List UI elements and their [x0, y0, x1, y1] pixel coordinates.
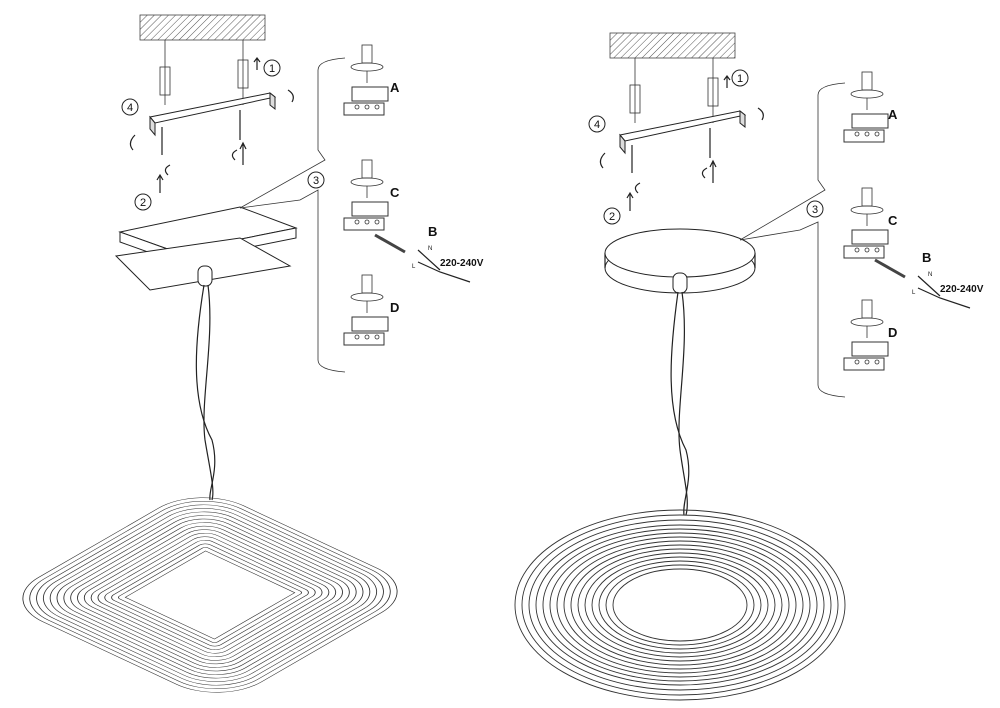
- svg-text:4: 4: [594, 119, 600, 131]
- neutral-label: N: [928, 272, 932, 278]
- callout-4: 4: [121, 98, 139, 116]
- round-lamp-body: [514, 509, 846, 701]
- step-b-label: B: [428, 224, 437, 239]
- mains-wire: [417, 249, 471, 283]
- step-a-label: A: [390, 80, 400, 95]
- terminal-step-c: [343, 159, 389, 231]
- ceiling-mount-bracket: [129, 14, 294, 194]
- step-c-label: C: [888, 213, 898, 228]
- svg-text:2: 2: [609, 211, 615, 223]
- callout-3: 3: [806, 200, 824, 218]
- terminal-step-c: [843, 187, 889, 259]
- terminal-step-d: [343, 274, 389, 346]
- live-label: L: [412, 264, 416, 270]
- square-lamp-body: [22, 497, 398, 693]
- callout-4: 4: [588, 115, 606, 133]
- svg-text:1: 1: [269, 63, 275, 75]
- terminal-step-a: [843, 71, 889, 143]
- svg-text:4: 4: [127, 102, 133, 114]
- square-lamp-diagram: 1 2 3 4 A B C D N L 220-240V: [22, 14, 484, 693]
- callout-2: 2: [603, 207, 621, 225]
- svg-text:1: 1: [737, 73, 743, 85]
- svg-text:3: 3: [313, 175, 319, 187]
- step-c-label: C: [390, 185, 400, 200]
- voltage-label: 220-240V: [440, 258, 484, 269]
- step-d-label: D: [888, 325, 897, 340]
- svg-text:2: 2: [140, 197, 146, 209]
- terminal-step-d: [843, 299, 889, 371]
- live-label: L: [912, 290, 916, 296]
- terminal-step-a: [343, 44, 389, 116]
- suspension-cable: [670, 291, 690, 516]
- mains-wire: [917, 275, 971, 309]
- neutral-label: N: [428, 246, 432, 252]
- round-canopy: [604, 228, 756, 278]
- ceiling-mount-bracket: [599, 32, 764, 212]
- round-lamp-diagram: 1 2 3 4 A B C D N L 220-240V: [514, 32, 984, 701]
- callout-3: 3: [307, 171, 325, 189]
- svg-text:3: 3: [812, 204, 818, 216]
- callout-1: 1: [263, 59, 281, 77]
- suspension-cable: [195, 284, 216, 501]
- step-a-label: A: [888, 107, 898, 122]
- callout-1: 1: [731, 69, 749, 87]
- callout-2: 2: [134, 193, 152, 211]
- voltage-label: 220-240V: [940, 284, 984, 295]
- step-b-label: B: [922, 250, 931, 265]
- step-d-label: D: [390, 300, 399, 315]
